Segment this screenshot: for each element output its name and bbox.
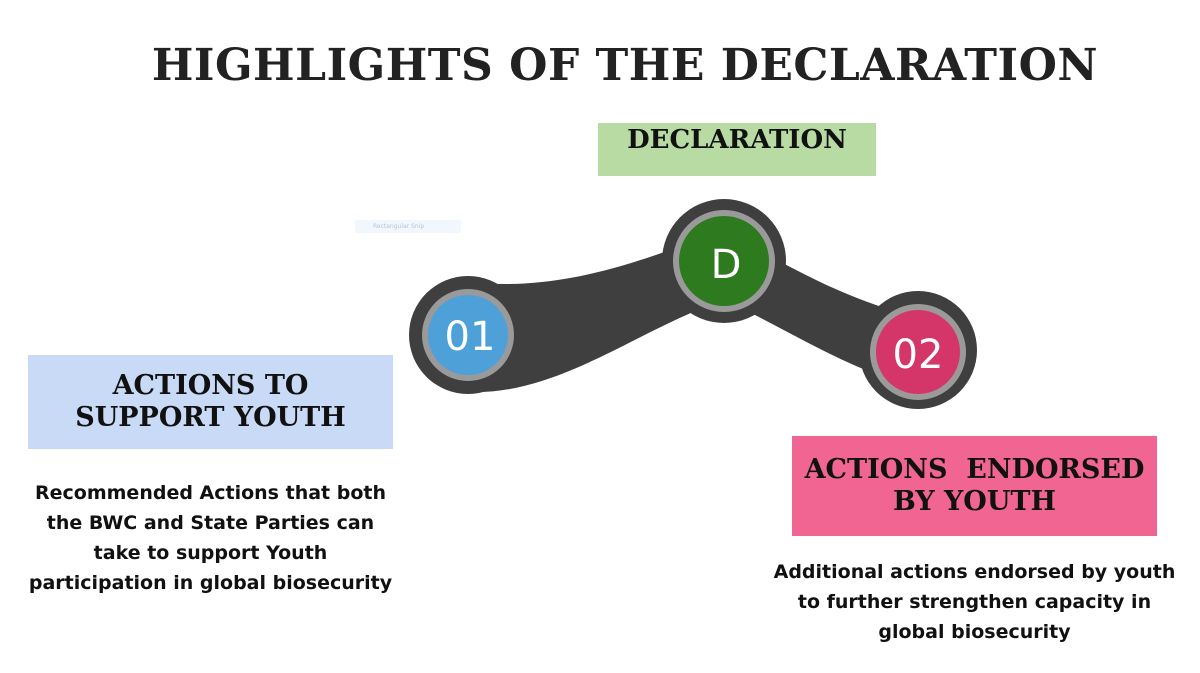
- node-d-circle: [673, 210, 775, 312]
- page-title: HIGHLIGHTS OF THE DECLARATION: [151, 40, 1099, 91]
- node-d-label: D: [711, 242, 742, 288]
- node-01-label: 01: [445, 314, 496, 360]
- connector-band: [470, 230, 922, 393]
- endorsed-heading: ACTIONS ENDORSED BY YOUTH: [804, 454, 1154, 517]
- node-02-circle: [870, 304, 966, 400]
- endorsed-heading-box: ACTIONS ENDORSED BY YOUTH: [792, 436, 1157, 536]
- support-heading: ACTIONS TO SUPPORT YOUTH: [75, 370, 346, 433]
- declaration-heading-box: DECLARATION: [598, 123, 876, 176]
- declaration-heading: DECLARATION: [627, 125, 847, 155]
- node-01-circle: [422, 289, 514, 381]
- support-description: Recommended Actions that both the BWC an…: [28, 482, 393, 594]
- snip-placeholder: Rectangular Snip: [355, 220, 461, 233]
- endorsed-description: Additional actions endorsed by youth to …: [773, 561, 1176, 643]
- support-heading-box: ACTIONS TO SUPPORT YOUTH: [28, 355, 393, 449]
- node-02-label: 02: [893, 332, 944, 378]
